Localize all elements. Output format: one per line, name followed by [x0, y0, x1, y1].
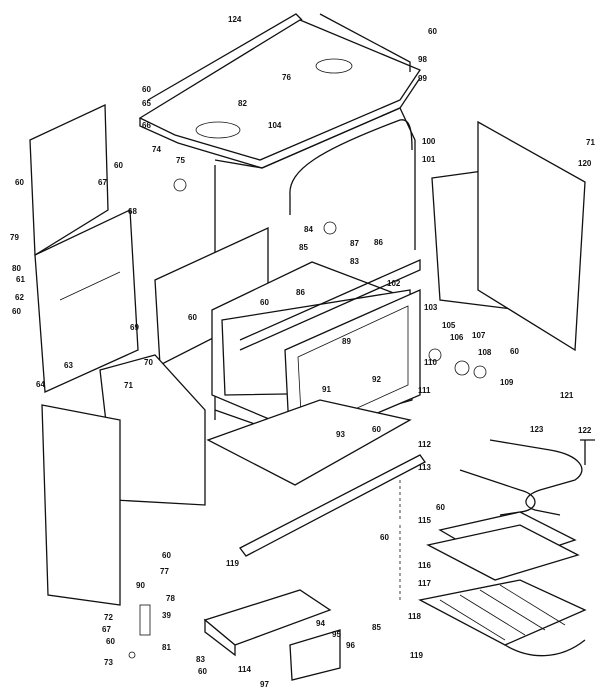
- label-71: 71: [586, 138, 595, 147]
- label-119: 119: [226, 559, 239, 568]
- label-60: 60: [162, 551, 171, 560]
- label-118: 118: [408, 612, 421, 621]
- small-parts: [128, 178, 487, 659]
- label-60: 60: [198, 667, 207, 676]
- left-side-panel: [29, 103, 139, 393]
- control-box: [203, 589, 341, 681]
- label-70: 70: [144, 358, 153, 367]
- label-97: 97: [260, 680, 269, 689]
- label-67: 67: [98, 178, 107, 187]
- label-105: 105: [442, 321, 456, 330]
- label-104: 104: [268, 121, 282, 130]
- label-107: 107: [472, 331, 486, 340]
- label-79: 79: [10, 233, 19, 242]
- top-panel: [138, 13, 421, 169]
- right-side-panel: [431, 120, 586, 352]
- label-86: 86: [374, 238, 383, 247]
- label-71: 71: [124, 381, 133, 390]
- label-60: 60: [114, 161, 123, 170]
- label-60: 60: [510, 347, 519, 356]
- label-68: 68: [128, 207, 137, 216]
- label-80: 80: [12, 264, 21, 273]
- label-60: 60: [12, 307, 21, 316]
- label-117: 117: [418, 579, 431, 588]
- heating-elements: [459, 439, 595, 516]
- label-78: 78: [166, 594, 175, 603]
- label-108: 108: [478, 348, 492, 357]
- label-116: 116: [418, 561, 431, 570]
- label-103: 103: [424, 303, 438, 312]
- label-113: 113: [418, 463, 431, 472]
- label-110: 110: [424, 358, 437, 367]
- label-123: 123: [530, 425, 544, 434]
- label-60: 60: [142, 85, 151, 94]
- label-75: 75: [176, 156, 185, 165]
- label-94: 94: [316, 619, 325, 628]
- label-89: 89: [342, 337, 351, 346]
- label-72: 72: [104, 613, 113, 622]
- label-65: 65: [142, 99, 151, 108]
- label-83: 83: [196, 655, 205, 664]
- label-93: 93: [336, 430, 345, 439]
- label-84: 84: [304, 225, 313, 234]
- label-119: 119: [410, 651, 423, 660]
- label-120: 120: [578, 159, 592, 168]
- label-109: 109: [500, 378, 514, 387]
- label-124: 124: [228, 15, 242, 24]
- label-62: 62: [15, 293, 24, 302]
- label-111: 111: [418, 386, 431, 395]
- label-112: 112: [418, 440, 431, 449]
- label-60: 60: [106, 637, 115, 646]
- label-122: 122: [578, 426, 592, 435]
- label-66: 66: [142, 121, 151, 130]
- label-96: 96: [346, 641, 355, 650]
- label-90: 90: [136, 581, 145, 590]
- label-83: 83: [350, 257, 359, 266]
- label-76: 76: [282, 73, 291, 82]
- label-85: 85: [299, 243, 308, 252]
- label-81: 81: [162, 643, 171, 652]
- label-60: 60: [188, 313, 197, 322]
- label-85: 85: [372, 623, 381, 632]
- label-61: 61: [16, 275, 25, 284]
- label-121: 121: [560, 391, 574, 400]
- label-77: 77: [160, 567, 169, 576]
- label-91: 91: [322, 385, 331, 394]
- label-60: 60: [260, 298, 269, 307]
- front-panel: [41, 354, 206, 606]
- label-102: 102: [387, 279, 401, 288]
- label-64: 64: [36, 380, 45, 389]
- bottom-panel: [206, 399, 426, 557]
- label-87: 87: [350, 239, 359, 248]
- label-60: 60: [436, 503, 445, 512]
- label-82: 82: [238, 99, 247, 108]
- label-100: 100: [422, 137, 436, 146]
- callout-labels: 124 60 98 99 60 76 65 82 104 66 100 71 1…: [10, 15, 595, 689]
- label-95: 95: [332, 630, 341, 639]
- label-67: 67: [102, 625, 111, 634]
- broil-pan: [418, 511, 587, 657]
- label-101: 101: [422, 155, 436, 164]
- label-60: 60: [428, 27, 437, 36]
- label-74: 74: [152, 145, 161, 154]
- label-69: 69: [130, 323, 139, 332]
- label-114: 114: [238, 665, 251, 674]
- label-60: 60: [380, 533, 389, 542]
- label-98: 98: [418, 55, 427, 64]
- label-115: 115: [418, 516, 431, 525]
- label-60: 60: [15, 178, 24, 187]
- label-73: 73: [104, 658, 113, 667]
- label-92: 92: [372, 375, 381, 384]
- label-106: 106: [450, 333, 464, 342]
- label-99: 99: [418, 74, 427, 83]
- label-39: 39: [162, 611, 171, 620]
- label-86: 86: [296, 288, 305, 297]
- label-63: 63: [64, 361, 73, 370]
- label-60: 60: [372, 425, 381, 434]
